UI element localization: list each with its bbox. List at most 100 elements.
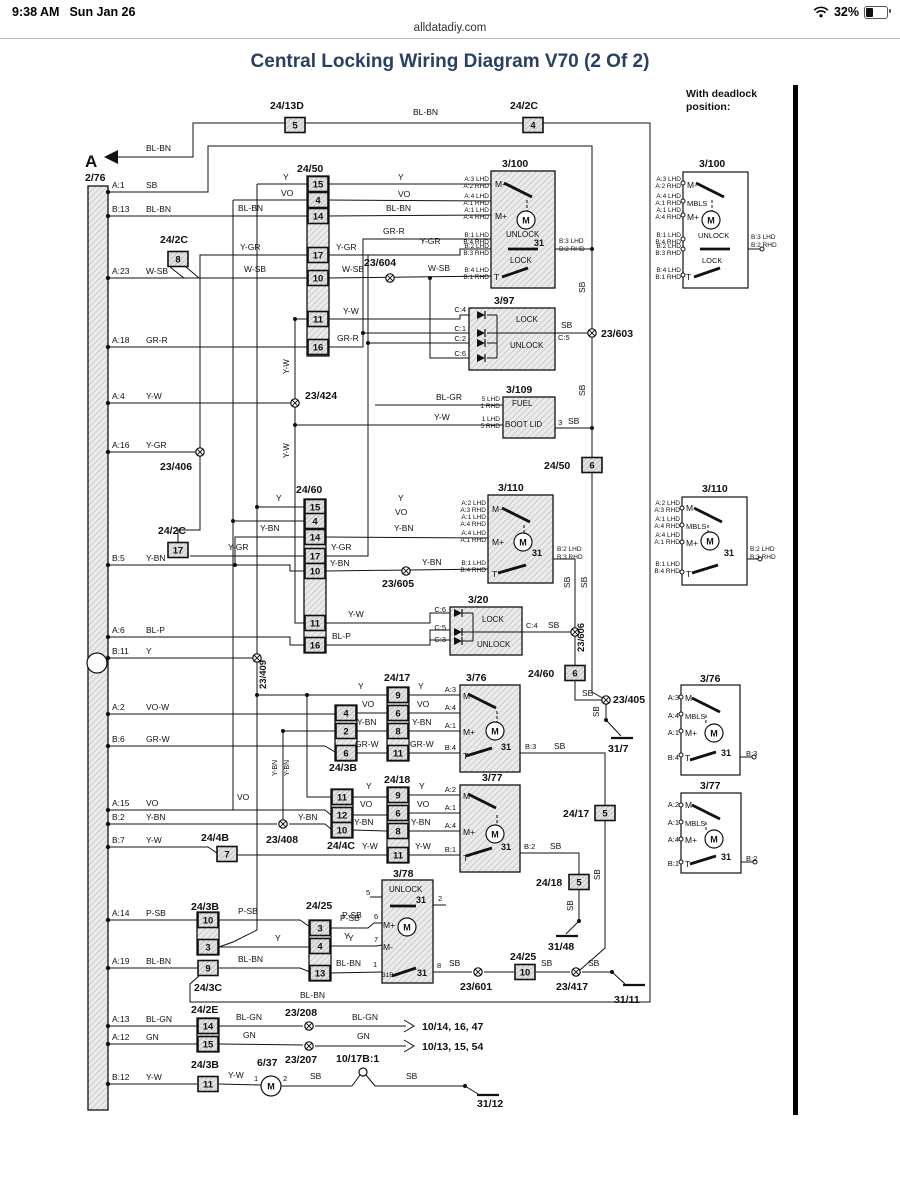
diagram-label: 24/25 (306, 900, 332, 912)
diagram-label: 12 (337, 811, 348, 822)
diagram-label: 31 (724, 548, 734, 558)
diagram-label: BOOT LID (505, 420, 542, 429)
pin-circle (678, 836, 684, 842)
wire (218, 1043, 304, 1046)
diagram-label: 6 (572, 669, 577, 680)
wire (189, 122, 651, 1003)
diagram-label: Y-W (415, 841, 431, 851)
diagram-label: 16 (310, 641, 321, 652)
diagram-label: B:3 LHD (751, 234, 776, 241)
diagram-label: 24/13D (270, 100, 304, 112)
terminal-box (594, 804, 616, 822)
diagram-label: A:1 LHD (656, 207, 681, 214)
diagram-label: A:3 RHD (460, 507, 486, 514)
diagram-label: SB (449, 958, 461, 968)
wire (520, 852, 580, 875)
diagram-label: BL-BN (413, 107, 438, 117)
diagram-label: SB (550, 841, 562, 851)
diagram-label: BL-BN (300, 990, 325, 1000)
diagram-label: 7 (224, 850, 229, 861)
pin-circle (679, 522, 685, 528)
pin-circle (751, 754, 757, 760)
terminal-box (304, 614, 326, 632)
diagram-label: 23/406 (160, 461, 192, 473)
diagram-label: B:7 (112, 835, 125, 845)
diagram-label: 1 RHD (480, 403, 500, 410)
wire (429, 278, 469, 359)
junction-dot (577, 919, 581, 923)
diagram-label: Y-GR (146, 440, 166, 450)
diagram-label: Y-BN (354, 817, 374, 827)
pin-circle (678, 802, 684, 808)
diagram-label: Y-BN (284, 760, 291, 776)
diagram-label: Y-BN (394, 523, 414, 533)
diagram-label: C:2 (454, 334, 466, 343)
battery-icon (864, 5, 891, 19)
diagram-label: 13 (315, 969, 326, 980)
connector-pin-dot (105, 1081, 111, 1087)
pin-circle (679, 569, 685, 575)
diagram-label: BL-P (332, 631, 351, 641)
diagram-label: 8 (395, 727, 400, 738)
terminal-box (522, 116, 544, 134)
diagram-label: M+ (383, 920, 395, 930)
splice-cross (279, 820, 287, 828)
connector-pin-dot (105, 449, 111, 455)
switch-contact (465, 746, 493, 758)
pin-circle (679, 539, 685, 545)
diagram-label: 23/606 (576, 623, 587, 652)
diagram-label: 24/2C (510, 100, 538, 112)
diagram-label: Y (276, 493, 282, 503)
diagram-label: Y (398, 172, 404, 182)
diagram-label: C:5 (434, 623, 446, 632)
diagram-label: Y-GR (420, 236, 440, 246)
diagram-label: T (685, 753, 690, 763)
diagram-label: 31/12 (477, 1098, 503, 1110)
terminal-box (304, 512, 326, 530)
diagram-label: 23/604 (364, 257, 396, 269)
pin-circle (680, 180, 686, 186)
diagram-label: A:16 (112, 440, 130, 450)
wire (520, 752, 606, 971)
diagram-label: 6/37 (257, 1057, 278, 1069)
diagram-label: 6 (395, 809, 400, 820)
diagram-label: P-SB (238, 906, 258, 916)
diagram-label: 10/14, 16, 47 (422, 1021, 483, 1033)
terminal-box (304, 562, 326, 580)
diagram-label: 3/97 (494, 295, 515, 307)
diagram-label: 3/100 (699, 158, 725, 170)
diagram-label: M- (685, 800, 695, 810)
splice-cross (253, 654, 261, 662)
connector-symbol (86, 652, 108, 674)
splice-cross (291, 399, 299, 407)
pin-circle (680, 246, 686, 252)
terminal-box (167, 541, 189, 559)
diagram-label: B:2 RHD (559, 246, 585, 253)
junction-dot (590, 426, 594, 430)
junction-dot (231, 519, 235, 523)
diagram-label: A:4 RHD (655, 214, 681, 221)
pin-circle (678, 859, 684, 865)
diagram-label: 24/18 (536, 877, 562, 889)
address-bar[interactable]: alldatadiy.com (0, 22, 900, 39)
diagram-label: C:4 (454, 305, 466, 314)
diagram-label: M- (495, 179, 505, 189)
diagram-label: 6 (374, 912, 378, 921)
diagram-label: Y-W (146, 1072, 162, 1082)
diagram-label: Y (358, 681, 364, 691)
diagram-label: BL-BN (386, 203, 411, 213)
diagram-label: B:5 (112, 553, 125, 563)
diagram-label: BL-P (146, 625, 165, 635)
diagram-label: Y-GR (331, 542, 351, 552)
junction-dot (428, 276, 432, 280)
terminal-box (387, 722, 409, 740)
diagram-label: B:2 RHD (751, 242, 777, 249)
diagram-label: 1 (254, 1074, 258, 1083)
diagram-label: A:2 LHD (461, 500, 486, 507)
diagram-label: FUEL (512, 399, 533, 408)
diagram-label: M+ (495, 211, 507, 221)
wire (553, 558, 576, 666)
diagram-label: With deadlock (686, 88, 757, 100)
